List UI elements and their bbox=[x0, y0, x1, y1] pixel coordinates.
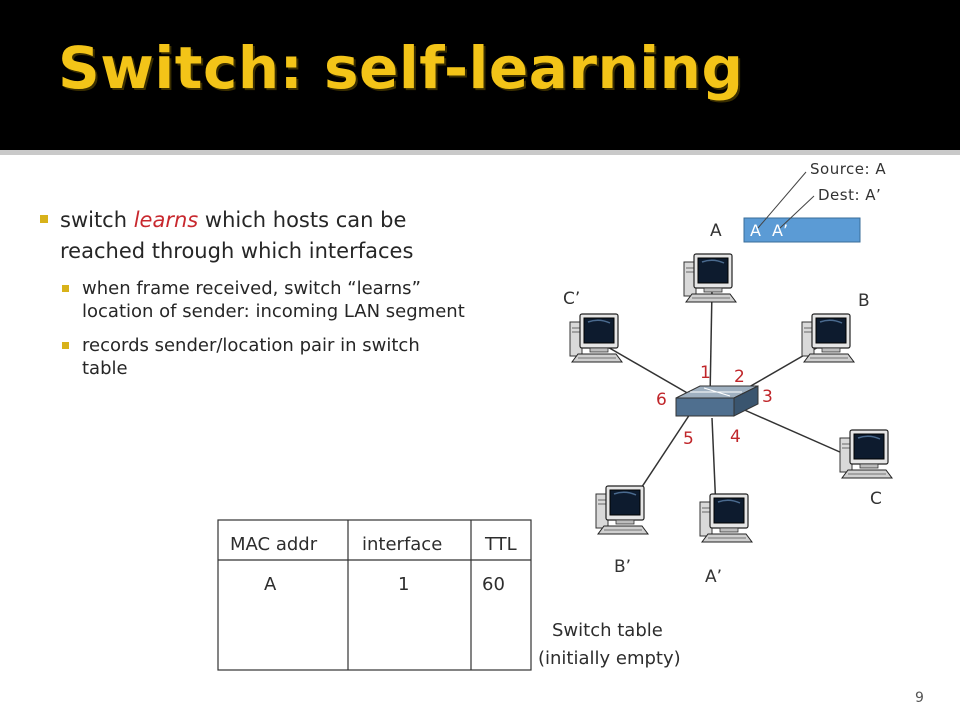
table-header-ttl: TTL bbox=[484, 534, 517, 555]
host-A-prime-computer-icon bbox=[699, 493, 753, 543]
frame-field-src: A bbox=[750, 221, 761, 240]
page-number: 9 bbox=[915, 690, 924, 706]
bullet-sub-1: when frame received, switch “learns” loc… bbox=[38, 277, 468, 323]
source-pointer bbox=[757, 171, 807, 229]
host-A-computer-icon bbox=[683, 253, 737, 303]
bullet-main-emphasis: learns bbox=[133, 208, 199, 232]
port-4: 4 bbox=[730, 427, 741, 447]
host-C-prime-computer-icon bbox=[569, 313, 623, 363]
port-5: 5 bbox=[683, 429, 694, 449]
title-divider bbox=[0, 150, 960, 155]
bullet-marker-icon bbox=[40, 215, 48, 223]
host-label-B: B bbox=[858, 291, 870, 311]
source-label: Source: A bbox=[810, 160, 886, 178]
table-caption-line2: (initially empty) bbox=[538, 648, 681, 669]
port-6: 6 bbox=[656, 390, 667, 410]
switch-device bbox=[675, 385, 759, 417]
bullet-marker-icon bbox=[62, 342, 69, 349]
host-label-C-prime: C’ bbox=[563, 289, 580, 309]
bullet-main: switch learns which hosts can be reached… bbox=[38, 205, 468, 267]
bullet-main-text-pre: switch bbox=[60, 208, 134, 232]
bullet-sub-1-text: when frame received, switch “learns” loc… bbox=[82, 278, 465, 322]
ethernet-frame: A A’ Source: A Dest: A’ bbox=[743, 160, 886, 243]
port-2: 2 bbox=[734, 367, 745, 387]
frame-field-dst: A’ bbox=[772, 221, 788, 240]
host-label-B-prime: B’ bbox=[614, 557, 631, 577]
bullet-main-text-post: which hosts can be reached through which… bbox=[60, 208, 414, 263]
table-cell-mac: A bbox=[264, 574, 277, 595]
host-C-computer-icon bbox=[839, 429, 893, 479]
frame-box bbox=[743, 217, 861, 243]
host-label-C: C bbox=[870, 489, 882, 509]
bullet-sub-2-text: records sender/location pair in switch t… bbox=[82, 335, 420, 379]
table-caption-line1: Switch table bbox=[552, 620, 663, 641]
host-B-prime-computer-icon bbox=[595, 485, 649, 535]
table-header-interface: interface bbox=[362, 534, 442, 555]
switch-table: MAC addr interface TTL A 1 60 bbox=[217, 519, 532, 671]
host-label-A-prime: A’ bbox=[705, 567, 722, 587]
slide-title: Switch: self-learning bbox=[58, 34, 744, 102]
host-label-A: A bbox=[710, 221, 722, 241]
port-3: 3 bbox=[762, 387, 773, 407]
table-cell-interface: 1 bbox=[398, 574, 409, 595]
host-B-computer-icon bbox=[801, 313, 855, 363]
bullet-marker-icon bbox=[62, 285, 69, 292]
bullet-list: switch learns which hosts can be reached… bbox=[38, 205, 468, 391]
table-cell-ttl: 60 bbox=[482, 574, 505, 595]
title-bar: Switch: self-learning bbox=[0, 0, 960, 155]
table-header-mac: MAC addr bbox=[230, 534, 318, 555]
dest-label: Dest: A’ bbox=[818, 186, 881, 204]
port-1: 1 bbox=[700, 363, 711, 383]
bullet-sub-2: records sender/location pair in switch t… bbox=[38, 334, 468, 380]
dest-pointer bbox=[779, 195, 815, 229]
